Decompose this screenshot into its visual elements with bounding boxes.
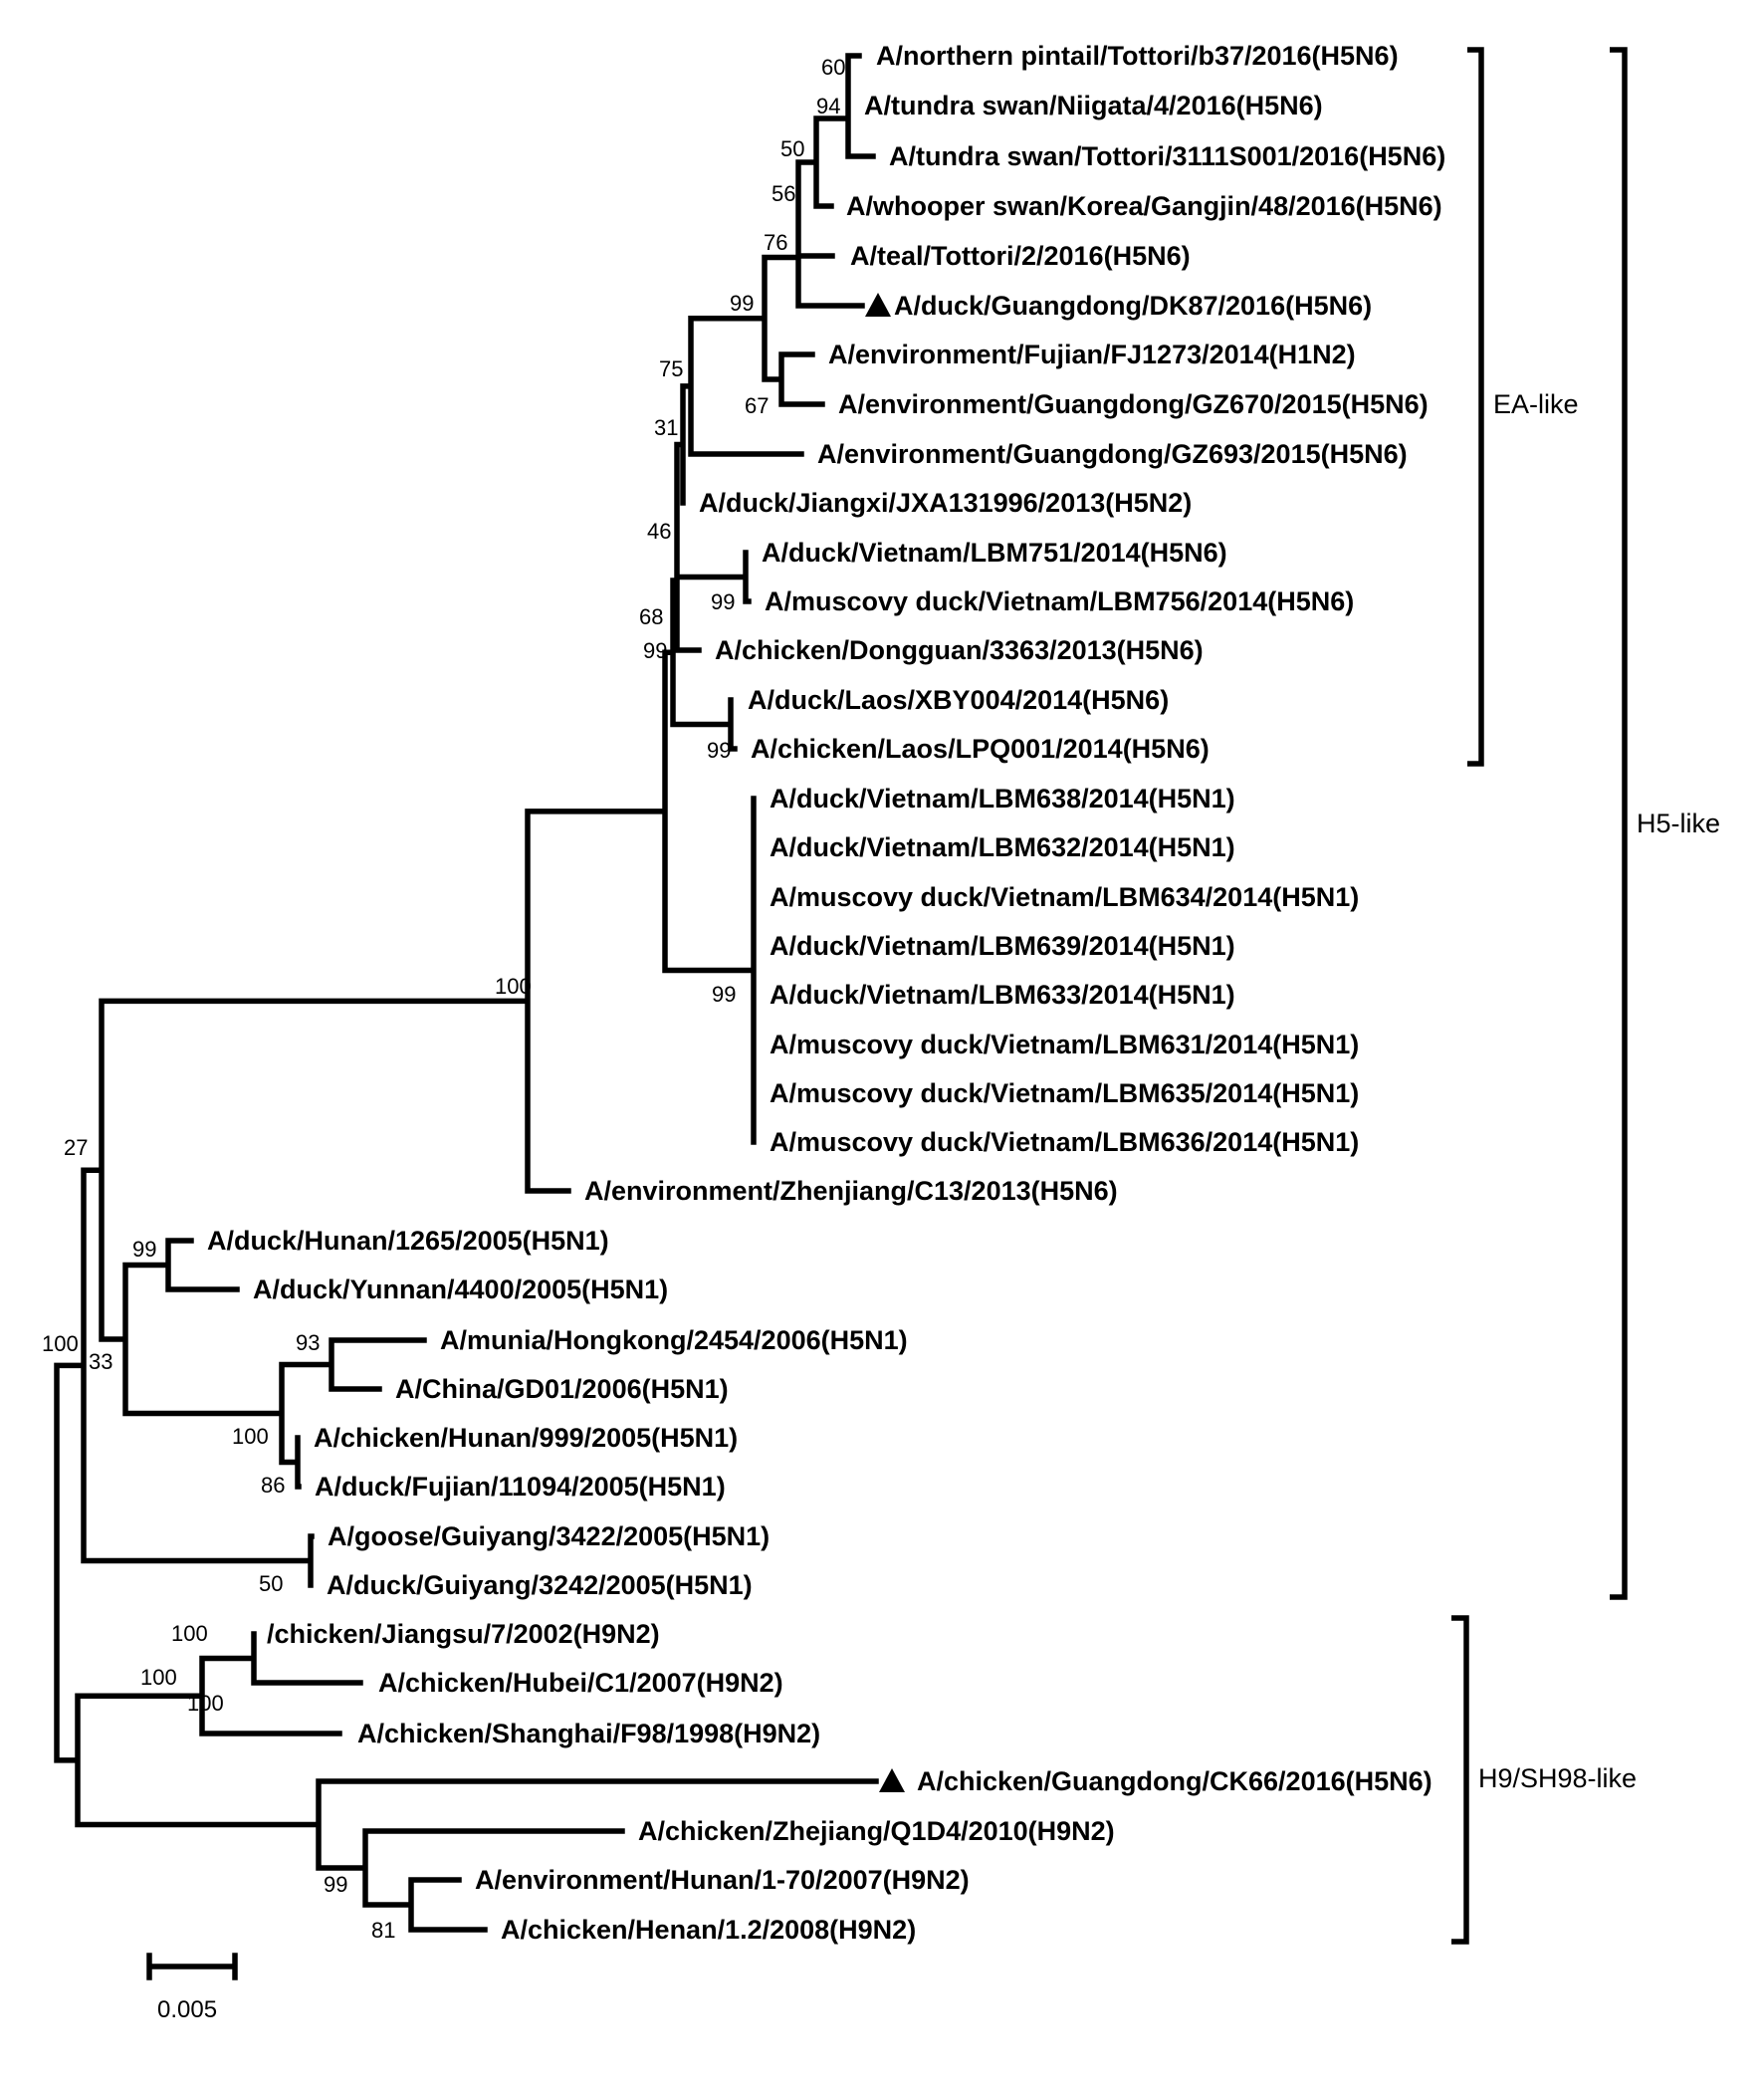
leaf-label: A/munia/Hongkong/2454/2006(H5N1) [440,1325,908,1355]
bootstrap-value: 33 [89,1349,112,1374]
leaf-label: A/duck/Vietnam/LBM632/2014(H5N1) [770,832,1235,862]
leaf-label: A/chicken/Henan/1.2/2008(H9N2) [501,1915,916,1945]
triangle-icon [865,293,891,317]
leaf-label: A/environment/Zhenjiang/C13/2013(H5N6) [584,1176,1118,1206]
bootstrap-value: 75 [659,356,683,381]
bootstrap-value: 99 [643,638,667,663]
bootstrap-value: 94 [816,94,840,118]
leaf-label: A/goose/Guiyang/3422/2005(H5N1) [328,1521,770,1551]
leaf-label: A/chicken/Guangdong/CK66/2016(H5N6) [917,1766,1433,1796]
clade-label-h5-like: H5-like [1637,809,1720,838]
bootstrap-value: 76 [764,230,787,255]
leaf-label: A/tundra swan/Niigata/4/2016(H5N6) [864,91,1323,120]
leaf-markers [865,293,905,1792]
leaf-label: A/environment/Fujian/FJ1273/2014(H1N2) [828,340,1356,369]
leaf-label: A/whooper swan/Korea/Gangjin/48/2016(H5N… [846,191,1442,221]
leaf-label: A/duck/Vietnam/LBM638/2014(H5N1) [770,784,1235,813]
branch-lines [54,53,879,1933]
bootstrap-value: 100 [171,1621,208,1646]
clade-label-ea-like: EA-like [1493,389,1579,419]
bootstrap-value: 99 [132,1237,156,1262]
bootstrap-value: 100 [140,1665,177,1690]
clade-bracket-ea-like [1467,47,1484,767]
bootstrap-value: 99 [324,1872,347,1897]
leaf-label: A/chicken/Dongguan/3363/2013(H5N6) [715,635,1204,665]
leaf-labels: A/northern pintail/Tottori/b37/2016(H5N6… [207,41,1445,1945]
leaf-label: A/chicken/Hubei/C1/2007(H9N2) [378,1668,783,1698]
clade-h9-sh98-like: H9/SH98-like [1451,1615,1637,1945]
scale-bar: 0.005 [146,1953,238,2023]
leaf-label: A/chicken/Hunan/999/2005(H5N1) [314,1423,738,1453]
bootstrap-value: 100 [42,1331,79,1356]
leaf-label: A/chicken/Zhejiang/Q1D4/2010(H9N2) [638,1816,1115,1846]
leaf-label: A/chicken/Shanghai/F98/1998(H9N2) [357,1719,820,1748]
clade-label-h9-sh98-like: H9/SH98-like [1478,1763,1637,1793]
bootstrap-value: 99 [712,982,736,1007]
clade-ea-like: EA-like [1467,47,1579,767]
leaf-label: A/duck/Guiyang/3242/2005(H5N1) [327,1570,753,1600]
leaf-label: A/duck/Fujian/11094/2005(H5N1) [315,1472,726,1502]
leaf-label: A/environment/Guangdong/GZ693/2015(H5N6) [817,439,1408,469]
bootstrap-value: 27 [64,1135,88,1160]
clade-bracket-h5-like [1610,47,1628,1600]
bootstrap-value: 100 [495,974,532,999]
leaf-label: A/environment/Hunan/1-70/2007(H9N2) [475,1865,970,1895]
bootstrap-value: 60 [821,55,845,80]
scale-bar-line [146,1953,238,1980]
bootstrap-value: 81 [371,1918,395,1943]
bootstrap-value: 100 [187,1691,224,1716]
bootstrap-value: 99 [730,291,754,316]
leaf-label: A/duck/Yunnan/4400/2005(H5N1) [253,1274,668,1304]
leaf-label: A/duck/Jiangxi/JXA131996/2013(H5N2) [699,488,1192,518]
bootstrap-values: 60 94 50 56 76 99 67 75 31 46 99 68 99 99 99 100 27 99 93 1… [42,55,845,1943]
scale-bar-label: 0.005 [157,1996,217,2023]
bootstrap-value: 100 [232,1424,269,1449]
leaf-label: A/duck/Guangdong/DK87/2016(H5N6) [894,291,1372,321]
leaf-label: A/muscovy duck/Vietnam/LBM634/2014(H5N1) [770,882,1359,912]
leaf-label: A/muscovy duck/Vietnam/LBM756/2014(H5N6) [765,586,1354,616]
bootstrap-value: 31 [654,415,678,440]
clade-h5-like: H5-like [1610,47,1720,1600]
leaf-label: A/China/GD01/2006(H5N1) [395,1374,729,1404]
leaf-label: A/muscovy duck/Vietnam/LBM631/2014(H5N1) [770,1030,1359,1059]
bootstrap-value: 50 [780,136,804,161]
leaf-label: A/tundra swan/Tottori/3111S001/2016(H5N6… [889,141,1445,171]
bootstrap-value: 93 [296,1330,320,1355]
bootstrap-value: 68 [639,604,663,629]
bootstrap-value: 67 [745,393,769,418]
leaf-label: A/teal/Tottori/2/2016(H5N6) [850,241,1191,271]
leaf-label: A/duck/Vietnam/LBM633/2014(H5N1) [770,980,1235,1010]
bootstrap-value: 46 [647,519,671,544]
leaf-label: A/muscovy duck/Vietnam/LBM636/2014(H5N1) [770,1127,1359,1157]
leaf-label: A/duck/Laos/XBY004/2014(H5N6) [748,685,1169,715]
leaf-label: A/duck/Vietnam/LBM751/2014(H5N6) [762,538,1227,568]
leaf-label: A/northern pintail/Tottori/b37/2016(H5N6… [876,41,1399,71]
bootstrap-value: 99 [711,589,735,614]
leaf-label: A/chicken/Laos/LPQ001/2014(H5N6) [751,734,1210,764]
bootstrap-value: 86 [261,1473,285,1498]
tree-branches [54,53,879,1933]
leaf-label: /chicken/Jiangsu/7/2002(H9N2) [267,1619,660,1649]
leaf-label: A/environment/Guangdong/GZ670/2015(H5N6) [838,389,1429,419]
clade-bracket-h9-sh98-like [1451,1615,1469,1945]
triangle-icon [879,1768,905,1792]
bootstrap-value: 56 [772,181,795,206]
leaf-label: A/muscovy duck/Vietnam/LBM635/2014(H5N1) [770,1078,1359,1108]
bootstrap-value: 50 [259,1571,283,1596]
leaf-label: A/duck/Hunan/1265/2005(H5N1) [207,1226,609,1256]
bootstrap-value: 99 [707,738,731,763]
leaf-label: A/duck/Vietnam/LBM639/2014(H5N1) [770,931,1235,961]
